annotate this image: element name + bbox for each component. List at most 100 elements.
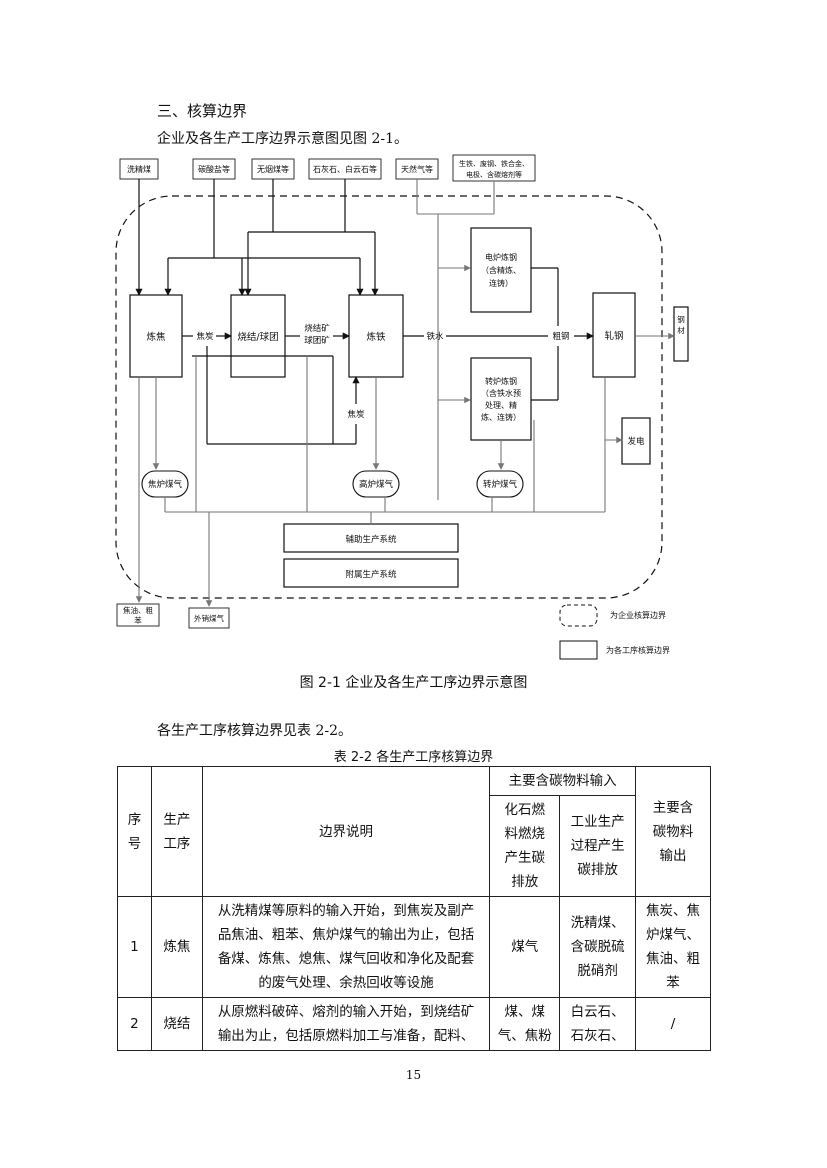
table-intro: 各生产工序核算边界见表 2-2。 xyxy=(157,723,352,739)
desc-line: 输出为止，包括原燃料加工与准备，配料、 xyxy=(217,1028,475,1044)
row-fossil: 煤气 xyxy=(489,896,561,998)
header-fossil-line3: 产生碳 xyxy=(504,850,545,866)
header-industrial-line2: 过程产生 xyxy=(570,838,625,854)
boundary-diagram: 洗精煤 碳酸盐等 无烟煤等 石灰石、白云石等 天然气等 生铁、废钢、铁合金、 电… xyxy=(115,154,689,660)
header-industrial-line1: 工业生产 xyxy=(570,814,625,830)
header-output-line1: 主要含 xyxy=(652,799,694,816)
header-seq-line1: 序 xyxy=(127,811,142,828)
output-steel: 钢材 xyxy=(677,314,685,335)
desc-line: 的废气处理、余热回收等设施 xyxy=(258,975,434,991)
legend-process: 为各工序核算边界 xyxy=(606,645,670,655)
row-process: 炼焦 xyxy=(150,896,203,998)
input-scrap-line2: 电极、含碳熔剂等 xyxy=(466,170,522,179)
output-tar-line2: 苯 xyxy=(134,615,142,625)
row-seq: 2 xyxy=(117,997,152,1051)
flow-hot-metal: 铁水 xyxy=(426,331,444,342)
gas-oval-coke-oven xyxy=(141,470,189,498)
gas-converter: 转炉煤气 xyxy=(483,479,518,490)
header-fossil: 化石燃 料燃烧 产生碳 排放 xyxy=(489,795,561,897)
output-box-export-gas xyxy=(188,607,230,629)
flow-coke-2: 焦炭 xyxy=(347,409,365,420)
enterprise-boundary xyxy=(115,195,663,599)
header-output: 主要含 碳物料 输出 xyxy=(635,766,711,897)
gas-oval-converter xyxy=(476,470,524,498)
header-seq: 序 号 xyxy=(117,766,152,897)
ind-line: 含碳脱硫 xyxy=(570,939,625,955)
process-eaf-line3: 连铸） xyxy=(489,278,513,288)
header-process-line2: 工序 xyxy=(163,835,191,852)
process-sintering: 烧结/球团 xyxy=(237,331,278,343)
intro-text: 企业及各生产工序边界示意图见图 2-1。 xyxy=(157,131,408,147)
gas-coke-oven: 焦炉煤气 xyxy=(148,479,183,490)
row-process: 烧结 xyxy=(150,997,203,1051)
header-fossil-line4: 排放 xyxy=(511,874,539,890)
header-fossil-line2: 料燃烧 xyxy=(504,826,545,842)
row-fossil: 煤、煤 气、焦粉 xyxy=(489,997,561,1051)
process-coking: 炼焦 xyxy=(146,331,166,343)
header-output-line3: 输出 xyxy=(659,847,687,864)
flow-pellet: 球团矿 xyxy=(304,335,330,346)
row-seq: 1 xyxy=(117,896,152,998)
process-bof-line3: 处理、精 xyxy=(485,400,517,410)
process-box-auxiliary xyxy=(283,523,459,553)
fossil-line: 煤、煤 xyxy=(504,1004,545,1020)
input-natural-gas: 天然气等 xyxy=(401,164,433,174)
input-limestone: 石灰石、白云石等 xyxy=(313,164,377,174)
legend-enterprise-symbol xyxy=(559,604,598,627)
desc-line: 从原燃料破碎、熔剂的输入开始，到烧结矿 xyxy=(217,1004,475,1020)
row-description: 从洗精煤等原料的输入开始，到焦炭及副产 品焦油、粗苯、焦炉煤气的输出为止，包括 … xyxy=(201,896,491,998)
header-input: 主要含碳物料输入 xyxy=(489,766,637,796)
header-industrial: 工业生产 过程产生 碳排放 xyxy=(559,795,637,897)
process-bof-line2: （含铁水预 xyxy=(481,388,521,398)
header-process-line1: 生产 xyxy=(163,811,191,828)
legend-process-symbol xyxy=(559,640,598,660)
boundary-table: 序 号 生产 工序 边界说明 主要含碳物料输入 主要含 碳物料 输出 化石燃 料… xyxy=(117,766,711,1051)
gas-blast-furnace: 高炉煤气 xyxy=(359,479,394,490)
table-caption: 表 2-2 各生产工序核算边界 xyxy=(333,750,494,765)
row-industrial: 白云石、 石灰石、 xyxy=(559,997,637,1051)
process-power: 发电 xyxy=(627,436,645,447)
row-output: 焦炭、焦 炉煤气、 焦油、粗 苯 xyxy=(635,896,711,998)
out-line: 焦炭、焦 xyxy=(646,903,701,919)
legend-enterprise: 为企业核算边界 xyxy=(610,610,666,620)
process-box-eaf xyxy=(470,227,532,313)
process-bof-line1: 转炉炼钢 xyxy=(485,376,517,386)
output-box-tar xyxy=(116,603,160,627)
page-number: 15 xyxy=(405,1068,422,1082)
process-box-bof xyxy=(470,357,532,441)
header-industrial-line3: 碳排放 xyxy=(577,862,618,878)
input-box-scrap xyxy=(452,154,536,182)
process-box-coking xyxy=(129,294,183,378)
output-tar-line1: 焦油、粗 xyxy=(123,605,153,615)
header-fossil-line1: 化石燃 xyxy=(504,802,545,818)
input-carbonate: 碳酸盐等 xyxy=(198,164,230,174)
row-output: / xyxy=(635,997,711,1051)
table-header-row-1: 序 号 生产 工序 边界说明 主要含碳物料输入 主要含 碳物料 输出 xyxy=(117,766,711,897)
process-rolling: 轧钢 xyxy=(604,330,623,342)
header-seq-line2: 号 xyxy=(127,835,142,852)
output-export-gas: 外销煤气 xyxy=(194,613,224,623)
ind-line: 洗精煤、 xyxy=(570,915,625,931)
ind-line: 脱硝剂 xyxy=(577,963,618,979)
input-washed-coal: 洗精煤 xyxy=(127,164,151,174)
table-row: 1 炼焦 从洗精煤等原料的输入开始，到焦炭及副产 品焦油、粗苯、焦炉煤气的输出为… xyxy=(117,896,711,998)
flow-coke: 焦炭 xyxy=(196,331,214,342)
figure-caption: 图 2-1 企业及各生产工序边界示意图 xyxy=(299,675,528,691)
steel-products-char: 材 xyxy=(677,325,685,335)
flow-crude-steel: 粗钢 xyxy=(552,331,569,342)
steel-products-char: 钢 xyxy=(677,314,685,324)
table-row: 2 烧结 从原燃料破碎、熔剂的输入开始，到烧结矿 输出为止，包括原燃料加工与准备… xyxy=(117,997,711,1051)
header-description: 边界说明 xyxy=(201,766,491,897)
process-ironmaking: 炼铁 xyxy=(366,331,386,343)
input-anthracite: 无烟煤等 xyxy=(257,164,289,174)
process-eaf-line2: （含精炼、 xyxy=(481,265,521,275)
table-header-row-2: 化石燃 料燃烧 产生碳 排放 工业生产 过程产生 碳排放 xyxy=(118,795,711,897)
flow-sinter: 烧结矿 xyxy=(304,323,330,334)
process-ancillary: 附属生产系统 xyxy=(345,569,397,580)
out-line: 焦油、粗 xyxy=(646,951,701,967)
process-eaf-line1: 电炉炼钢 xyxy=(485,252,517,262)
process-box-power xyxy=(621,417,651,465)
out-line: 苯 xyxy=(666,975,680,991)
out-line: 炉煤气、 xyxy=(646,927,701,943)
section-heading: 三、核算边界 xyxy=(157,102,248,120)
